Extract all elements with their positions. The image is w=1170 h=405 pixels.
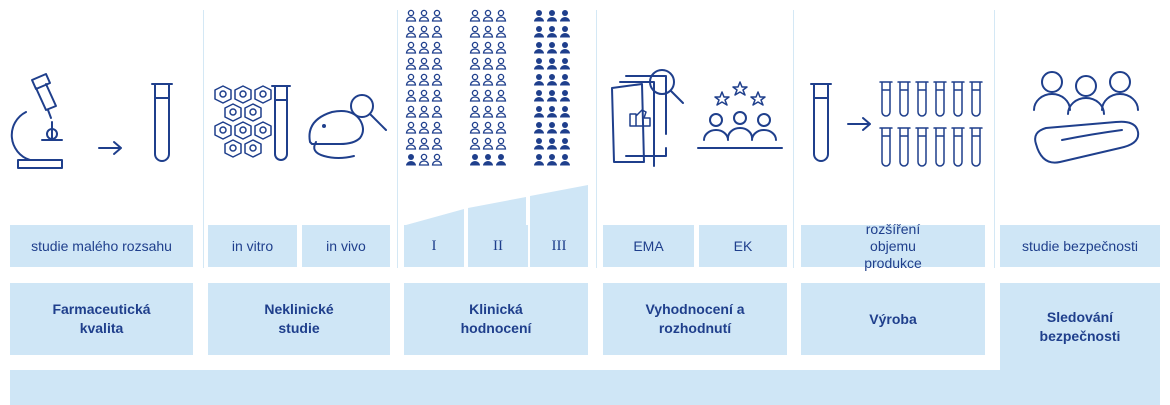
stage-production: Výroba — [801, 283, 985, 355]
cells-icon — [214, 85, 272, 158]
test-tube-rack-icon — [879, 81, 983, 167]
sub-label-phase-1: I — [404, 225, 464, 267]
stage-nonclinical: Neklinické studie — [208, 283, 390, 355]
test-tube-icon — [810, 83, 832, 162]
mouse-magnifier-icon — [308, 94, 387, 159]
phase-ramp — [406, 185, 588, 225]
sub-label-in-vivo: in vivo — [302, 225, 390, 267]
stage-pharma-quality: Farmaceutická kvalita — [10, 283, 193, 355]
microscope-icon — [10, 73, 63, 169]
sub-label-phase-2: II — [468, 225, 528, 267]
sub-label-safety-studies: studie bezpečnosti — [1000, 225, 1160, 267]
sub-label-ek: EK — [699, 225, 787, 267]
sub-label-phase-3: III — [530, 225, 588, 267]
sub-label-in-vitro: in vitro — [208, 225, 297, 267]
documents-magnifier-icon — [611, 69, 684, 167]
separator — [397, 10, 398, 268]
sub-label-ema: EMA — [603, 225, 694, 267]
separator — [596, 10, 597, 268]
separator — [994, 10, 995, 268]
people-grid-icon — [405, 9, 570, 166]
test-tube-icon — [271, 85, 291, 161]
arrow-right-icon — [847, 117, 871, 131]
separator — [793, 10, 794, 268]
sub-label-scale-up: rozšíření objemu produkce — [801, 221, 985, 271]
committee-icon — [697, 81, 783, 149]
stage-safety-monitoring: Sledování bezpečnosti — [1000, 283, 1160, 370]
patients-hand-icon — [1033, 71, 1140, 164]
separator — [203, 10, 204, 268]
sub-label-small-studies: studie malého rozsahu — [10, 225, 193, 267]
stage-clinical: Klinická hodnocení — [404, 283, 588, 355]
arrow-right-icon — [98, 141, 122, 155]
stage-evaluation: Vyhodnocení a rozhodnutí — [603, 283, 787, 355]
bottom-bar — [10, 370, 1160, 405]
test-tube-icon — [151, 83, 173, 162]
